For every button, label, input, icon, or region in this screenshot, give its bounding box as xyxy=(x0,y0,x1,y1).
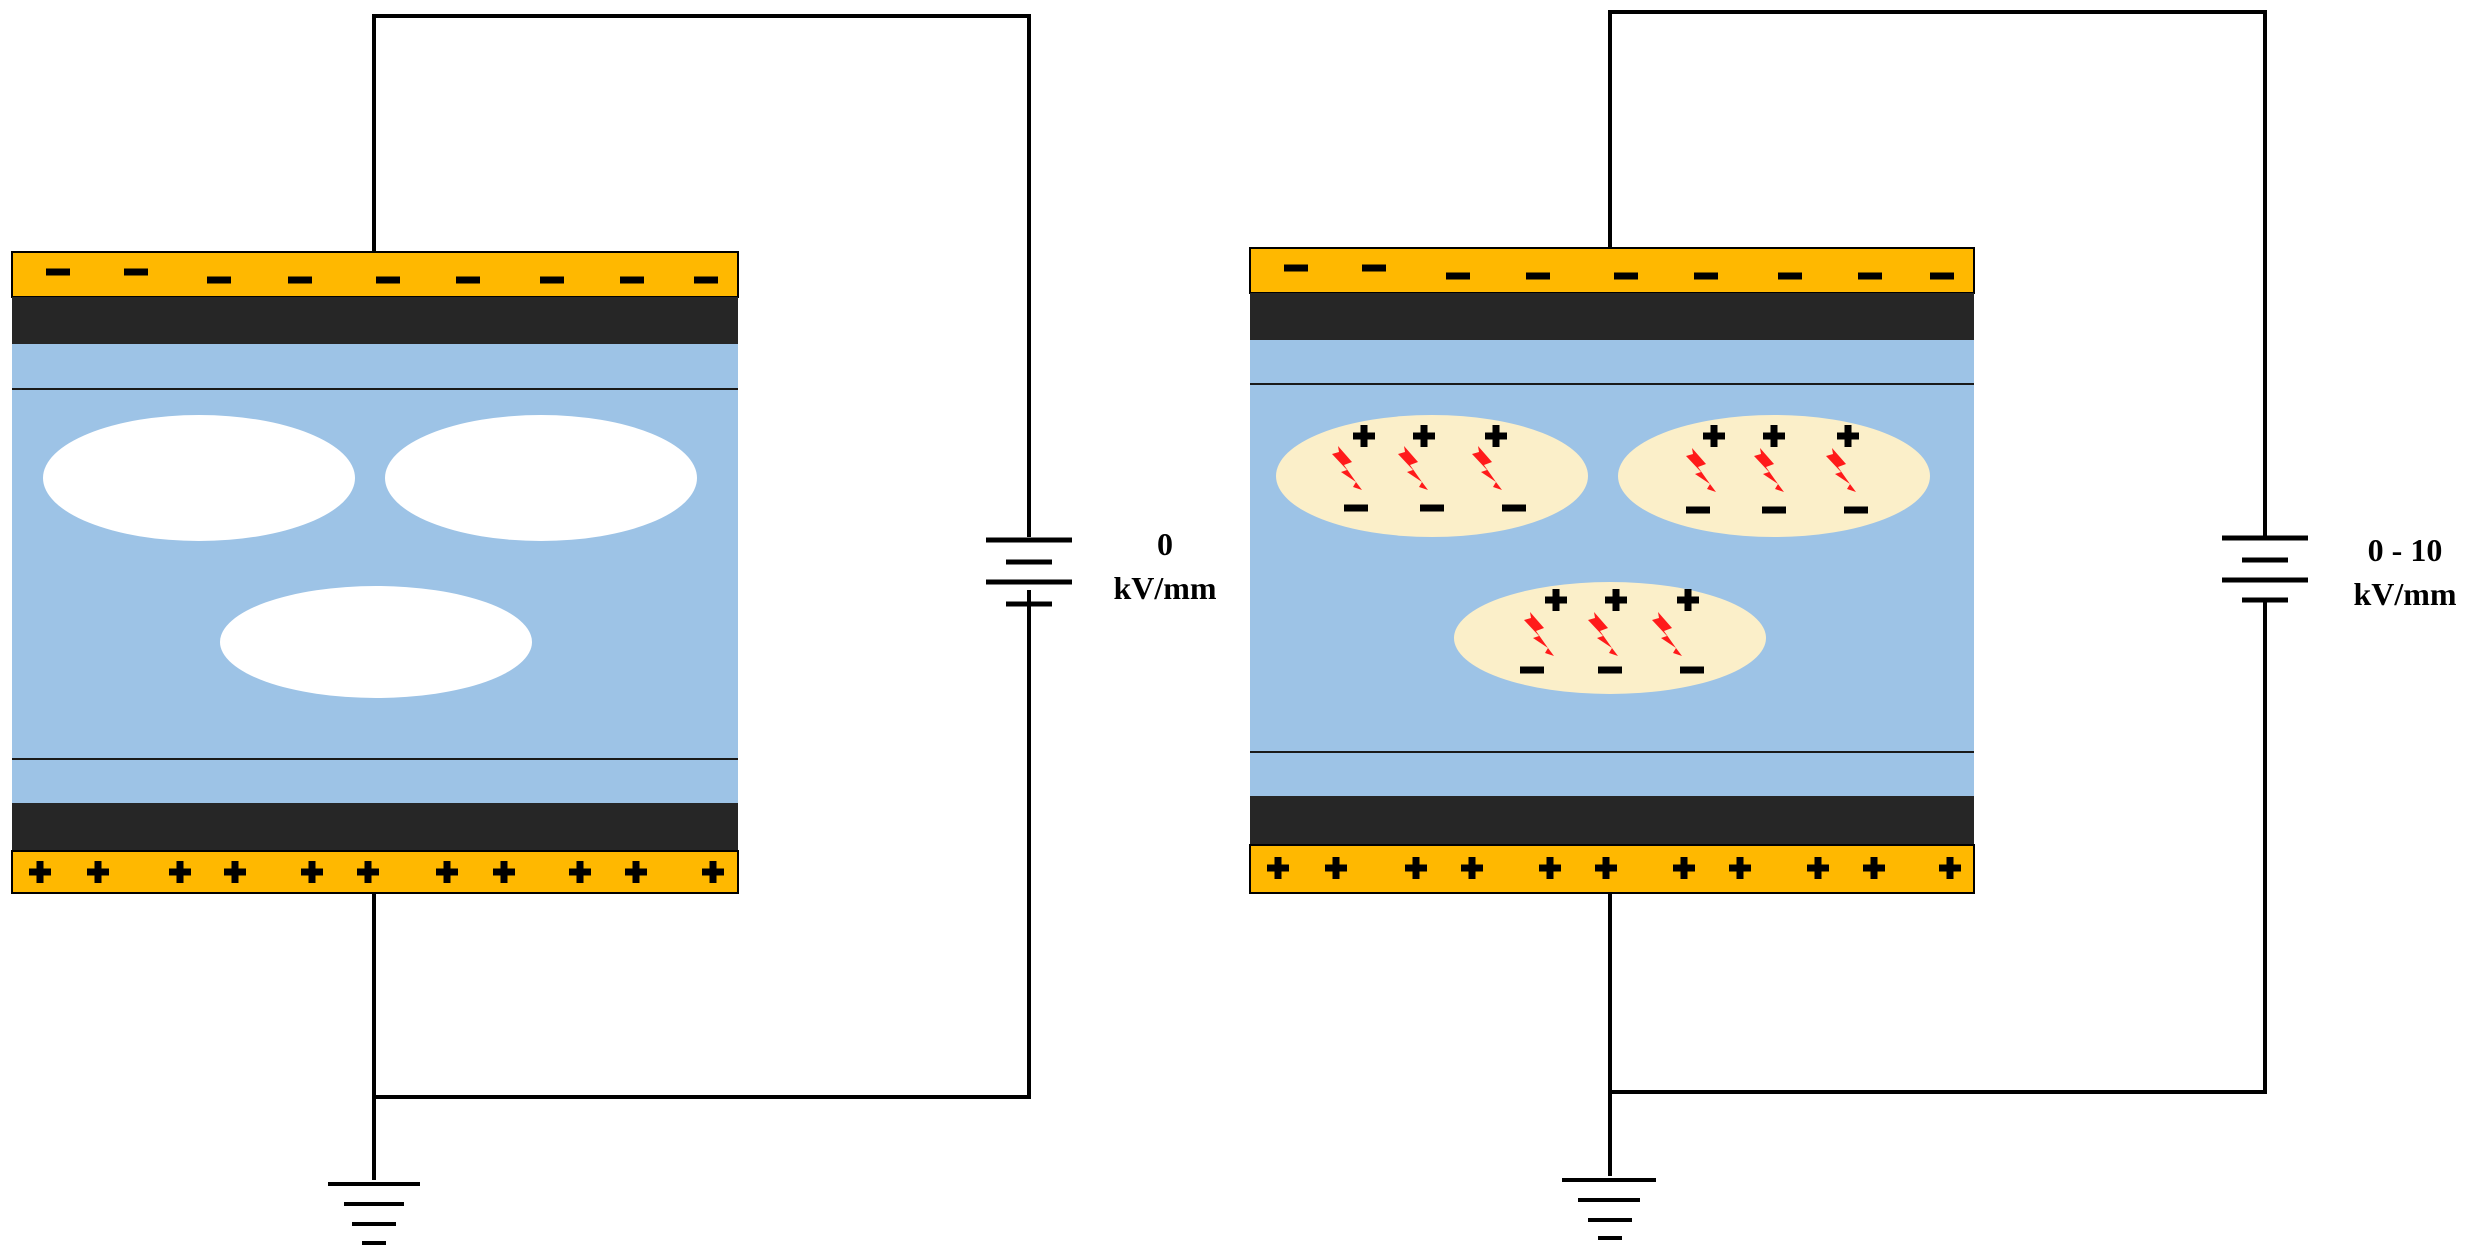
battery-icon xyxy=(2222,535,2308,603)
left-bottom-black-layer xyxy=(12,803,738,851)
left-voltage-label: 0 kV/mm xyxy=(1090,522,1240,610)
right-dielectric xyxy=(1250,340,1974,796)
ground-icon xyxy=(328,1182,420,1245)
right-voids xyxy=(1276,415,1930,694)
right-voltage-value: 0 - 10 xyxy=(2367,532,2443,568)
right-panel xyxy=(1249,10,2308,1240)
right-voltage-label: 0 - 10 kV/mm xyxy=(2325,528,2485,616)
right-top-black-layer xyxy=(1250,293,1974,340)
left-voids xyxy=(43,415,697,698)
void-discharging xyxy=(1276,415,1588,537)
ground-icon xyxy=(1562,1178,1656,1240)
void-empty xyxy=(385,415,697,541)
left-top-black-layer xyxy=(12,297,738,344)
right-voltage-unit: kV/mm xyxy=(2353,576,2457,612)
right-top-electrode xyxy=(1249,247,1975,294)
left-sample-stack xyxy=(11,251,739,894)
void-discharging xyxy=(1454,582,1766,694)
left-voltage-value: 0 xyxy=(1157,526,1173,562)
right-circuit-wire xyxy=(1608,10,2267,1176)
right-bottom-black-layer xyxy=(1250,796,1974,845)
void-empty xyxy=(43,415,355,541)
left-top-electrode xyxy=(11,251,739,298)
left-circuit-wire xyxy=(372,14,1031,1180)
void-empty xyxy=(220,586,532,698)
void-discharging xyxy=(1618,415,1930,537)
left-voltage-unit: kV/mm xyxy=(1113,570,1217,606)
battery-icon xyxy=(986,537,1072,607)
right-sample-stack xyxy=(1249,247,1975,894)
left-panel xyxy=(11,14,1072,1245)
left-dielectric xyxy=(12,344,738,803)
